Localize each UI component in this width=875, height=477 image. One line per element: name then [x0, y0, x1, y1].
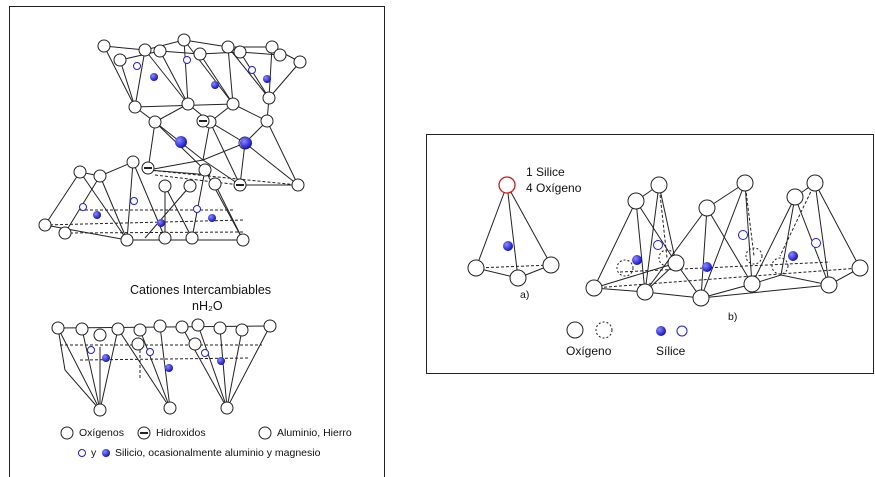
aluminum-legend-icon	[258, 426, 272, 440]
lower-silicon-atoms	[87, 346, 225, 372]
middle-silicon-atoms	[79, 197, 216, 227]
legend-silice-right-label: Sílice	[656, 344, 686, 358]
legend-silicon-label: Silicio, ocasionalmente aluminio y magne…	[115, 447, 321, 459]
silice-filled-legend-icon	[656, 326, 666, 336]
exchangeable-cations-label: Cationes Intercambiables	[130, 283, 272, 297]
clay-structure-panel	[9, 6, 385, 477]
oxygen-dashed-legend-icon	[595, 321, 613, 339]
chain-oxygen-atoms	[585, 174, 869, 307]
silicon-open-legend-icon	[78, 449, 86, 457]
oxygen-solid-legend-icon	[566, 321, 584, 339]
red-oxygen-atom	[498, 176, 516, 194]
silice-open-legend-icon	[676, 325, 688, 337]
legend-hydroxide-label: Hidroxidos	[156, 427, 206, 439]
water-label: nH₂O	[192, 299, 223, 313]
oxygen-legend-icon	[60, 426, 74, 440]
silicate-tetrahedra-panel	[426, 134, 874, 374]
legend-aluminum-label: Aluminio, Hierro	[277, 427, 352, 439]
upper-oxygen-atoms	[97, 33, 307, 192]
silice-count-label: 1 Silice	[526, 165, 565, 179]
legend-oxygen-right-label: Oxígeno	[566, 344, 612, 358]
upper-silicon-atoms	[133, 56, 271, 149]
silicon-filled-legend-icon	[102, 449, 110, 457]
oxygen-count-label: 4 Oxígeno	[526, 181, 582, 195]
legend-y-label: y	[91, 447, 97, 459]
upper-hydroxide-atoms	[141, 114, 247, 192]
chain-silicon-atoms	[632, 230, 821, 272]
legend-icons-right	[566, 321, 688, 339]
lower-oxygen-atoms	[51, 318, 277, 417]
legend-oxygen-label: Oxígenos	[79, 427, 124, 439]
figure-a-label: a)	[520, 289, 530, 301]
figure-b-label: b)	[728, 311, 738, 323]
middle-oxygen-atoms	[38, 155, 250, 247]
legend-icons-left	[60, 426, 272, 457]
lower-tetrahedral-sheet	[57, 324, 271, 411]
